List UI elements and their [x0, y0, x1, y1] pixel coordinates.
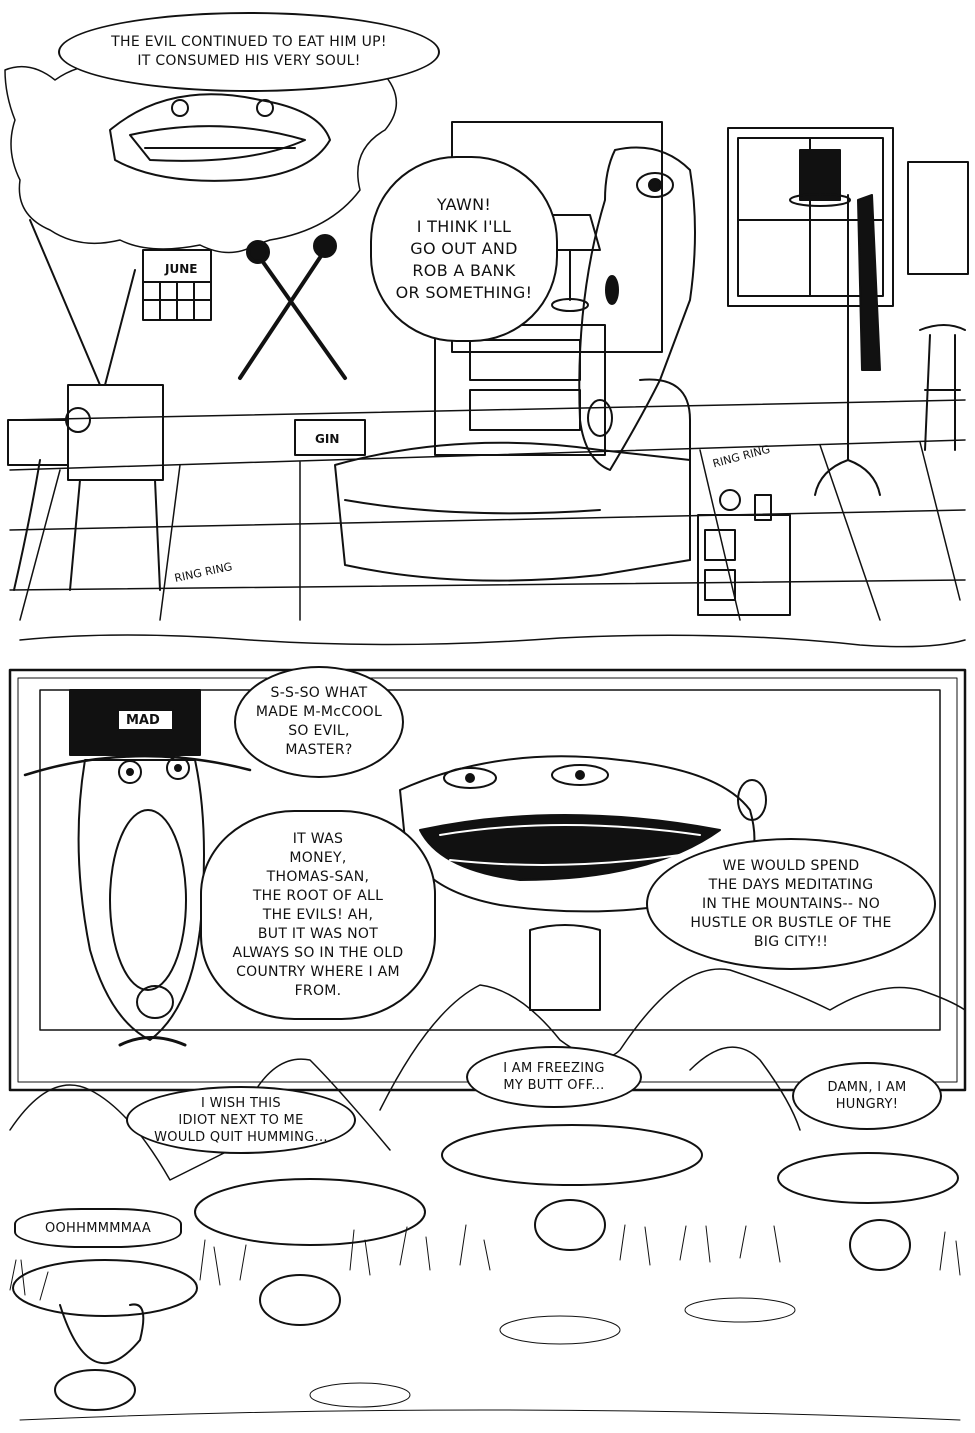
meditator-1 [12, 1259, 198, 1411]
nightstand [697, 489, 791, 616]
speech-balloon-money: IT WAS MONEY, THOMAS-SAN, THE ROOT OF AL… [200, 810, 436, 1020]
meditator-3 [441, 1124, 703, 1251]
thought-balloon-hungry: DAMN, I AM HUNGRY! [792, 1062, 942, 1130]
speech-balloon-mountains: WE WOULD SPEND THE DAYS MEDITATING IN TH… [646, 838, 936, 970]
thought-balloon-humming: I WISH THIS IDIOT NEXT TO ME WOULD QUIT … [126, 1086, 356, 1154]
gin-crate [294, 419, 366, 456]
crossed-bats [238, 234, 347, 380]
window [727, 127, 894, 307]
chair [919, 324, 966, 451]
narration-balloon: THE EVIL CONTINUED TO EAT HIM UP! IT CON… [58, 12, 440, 92]
meditator-2 [194, 1178, 426, 1326]
coat-rack [789, 149, 881, 496]
mountains [9, 968, 966, 1181]
calendar-label: JUNE [165, 262, 198, 276]
poster [907, 161, 969, 275]
television [13, 219, 164, 591]
speech-balloon-question: S-S-SO WHAT MADE M-McCOOL SO EVIL, MASTE… [234, 666, 404, 778]
long-nose-character [578, 146, 696, 471]
floor-tiles [9, 439, 966, 621]
calendar [142, 249, 212, 321]
grass [9, 1224, 961, 1421]
speech-balloon-mountains-text: WE WOULD SPEND THE DAYS MEDITATING IN TH… [690, 857, 892, 950]
yawn-speech-balloon: YAWN! I THINK I'LL GO OUT AND ROB A BANK… [370, 156, 558, 342]
thought-balloon-freezing: I AM FREEZING MY BUTT OFF... [466, 1046, 642, 1108]
bed [334, 378, 691, 582]
hat-label: MAD [126, 713, 160, 728]
tall-hat-character [23, 689, 252, 1047]
hum-balloon: OOHHMMMMAA [14, 1208, 182, 1248]
meditator-4 [777, 1152, 959, 1271]
floating-evil-head [109, 93, 331, 182]
gin-label: GIN [315, 432, 340, 446]
bottle-shelf [7, 419, 69, 466]
